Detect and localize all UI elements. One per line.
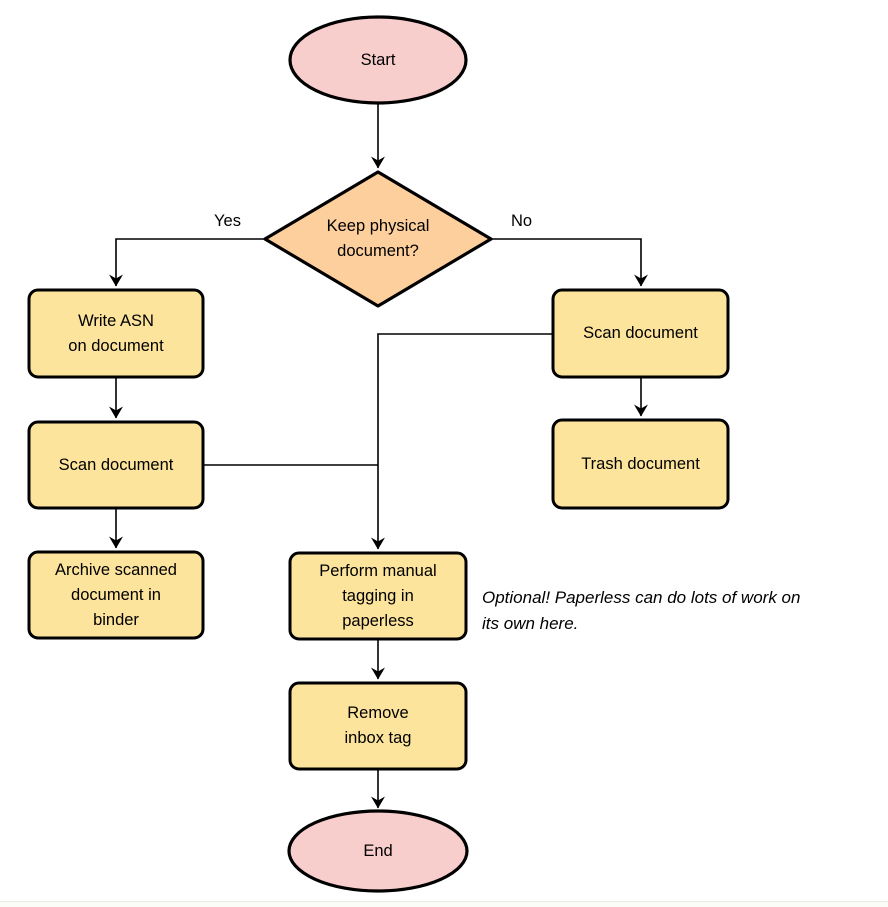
archive-node [27, 550, 205, 640]
edge-decision-no-to-scan-right [491, 238, 648, 287]
edge-decision-yes-to-write-asn [109, 238, 265, 287]
decision-node [263, 170, 493, 308]
bottom-divider [0, 901, 888, 907]
edges [109, 103, 648, 809]
remove-inbox-node [288, 681, 468, 771]
scan-left-node [27, 420, 205, 510]
tagging-node [288, 551, 468, 641]
yes-edge-label: Yes [214, 212, 241, 230]
edge-scan-right-to-tagging [371, 333, 553, 550]
trash-node [551, 418, 730, 510]
optional-annotation: Optional! Paperless can do lots of work … [482, 588, 801, 633]
write-asn-node [27, 288, 205, 379]
end-node [287, 809, 469, 893]
scan-right-node [551, 288, 730, 379]
nodes [27, 15, 730, 893]
start-node [288, 15, 468, 105]
no-edge-label: No [510, 212, 533, 230]
